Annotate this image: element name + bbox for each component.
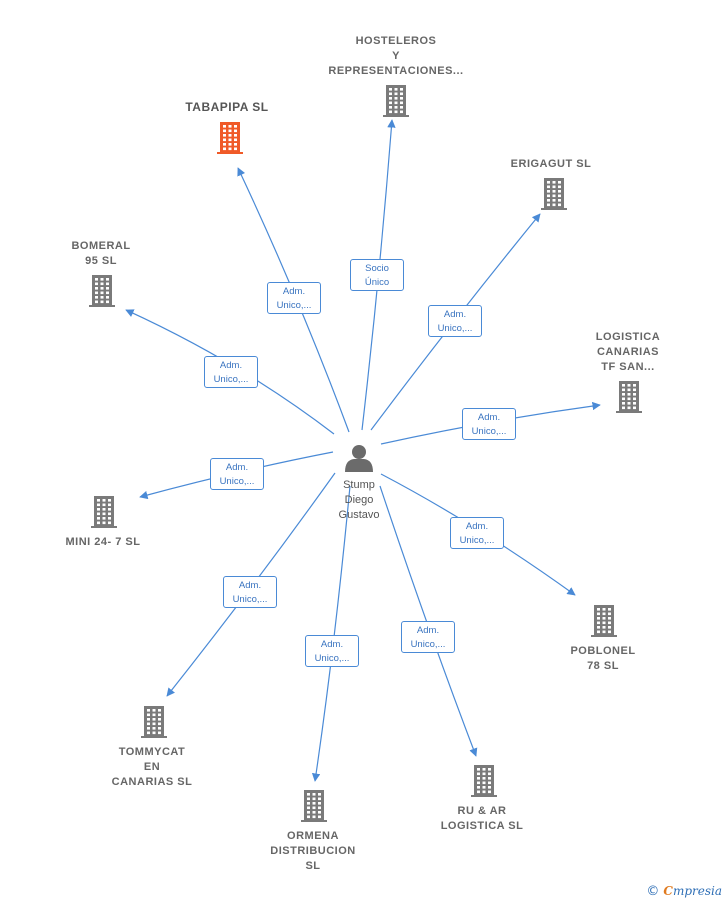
relation-badge-erigagut[interactable]: Adm. Unico,... [428, 305, 482, 337]
building-icon [383, 85, 409, 117]
building-icon [141, 706, 167, 738]
company-label-ormena[interactable]: ORMENA DISTRIBUCION SL [270, 830, 356, 872]
company-label-logistica-canarias[interactable]: LOGISTICA CANARIAS TF SAN... [595, 331, 661, 373]
company-label-mini[interactable]: MINI 24- 7 SL [65, 536, 141, 548]
person-name[interactable]: Stump Diego Gustavo [338, 479, 380, 521]
company-label-erigagut[interactable]: ERIGAGUT SL [510, 158, 592, 170]
relation-badge-ormena[interactable]: Adm. Unico,... [305, 635, 359, 667]
relation-badge-bomeral[interactable]: Adm. Unico,... [204, 356, 258, 388]
relation-badge-poblonel[interactable]: Adm. Unico,... [450, 517, 504, 549]
company-label-bomeral[interactable]: BOMERAL 95 SL [71, 240, 131, 267]
building-icon [301, 790, 327, 822]
edge-ormena [311, 485, 351, 782]
copyright-icon: © [646, 884, 660, 899]
relation-badge-logistica-canarias[interactable]: Adm. Unico,... [462, 408, 516, 440]
company-label-poblonel[interactable]: POBLONEL 78 SL [570, 645, 636, 672]
building-icon [471, 765, 497, 797]
relation-badge-mini[interactable]: Adm. Unico,... [210, 458, 264, 490]
company-label-tabapipa[interactable]: TABAPIPA SL [185, 100, 269, 114]
building-icon [616, 381, 642, 413]
relation-badge-tommycat[interactable]: Adm. Unico,... [223, 576, 277, 608]
company-label-ru-ar[interactable]: RU & AR LOGISTICA SL [440, 805, 524, 832]
building-icon [217, 122, 243, 154]
person-icon [345, 445, 373, 472]
building-icon [541, 178, 567, 210]
building-icon [591, 605, 617, 637]
relation-badge-tabapipa[interactable]: Adm. Unico,... [267, 282, 321, 314]
company-label-tommycat[interactable]: TOMMYCAT EN CANARIAS SL [111, 746, 193, 788]
building-icon [89, 275, 115, 307]
relation-badge-hosteleros[interactable]: Socio Único [350, 259, 404, 291]
company-label-hosteleros[interactable]: HOSTELEROS Y REPRESENTACIONES... [328, 35, 464, 77]
relation-badge-ru-ar[interactable]: Adm. Unico,... [401, 621, 455, 653]
building-icon [91, 496, 117, 528]
empresia-logo: ©Cmpresia [646, 884, 722, 899]
